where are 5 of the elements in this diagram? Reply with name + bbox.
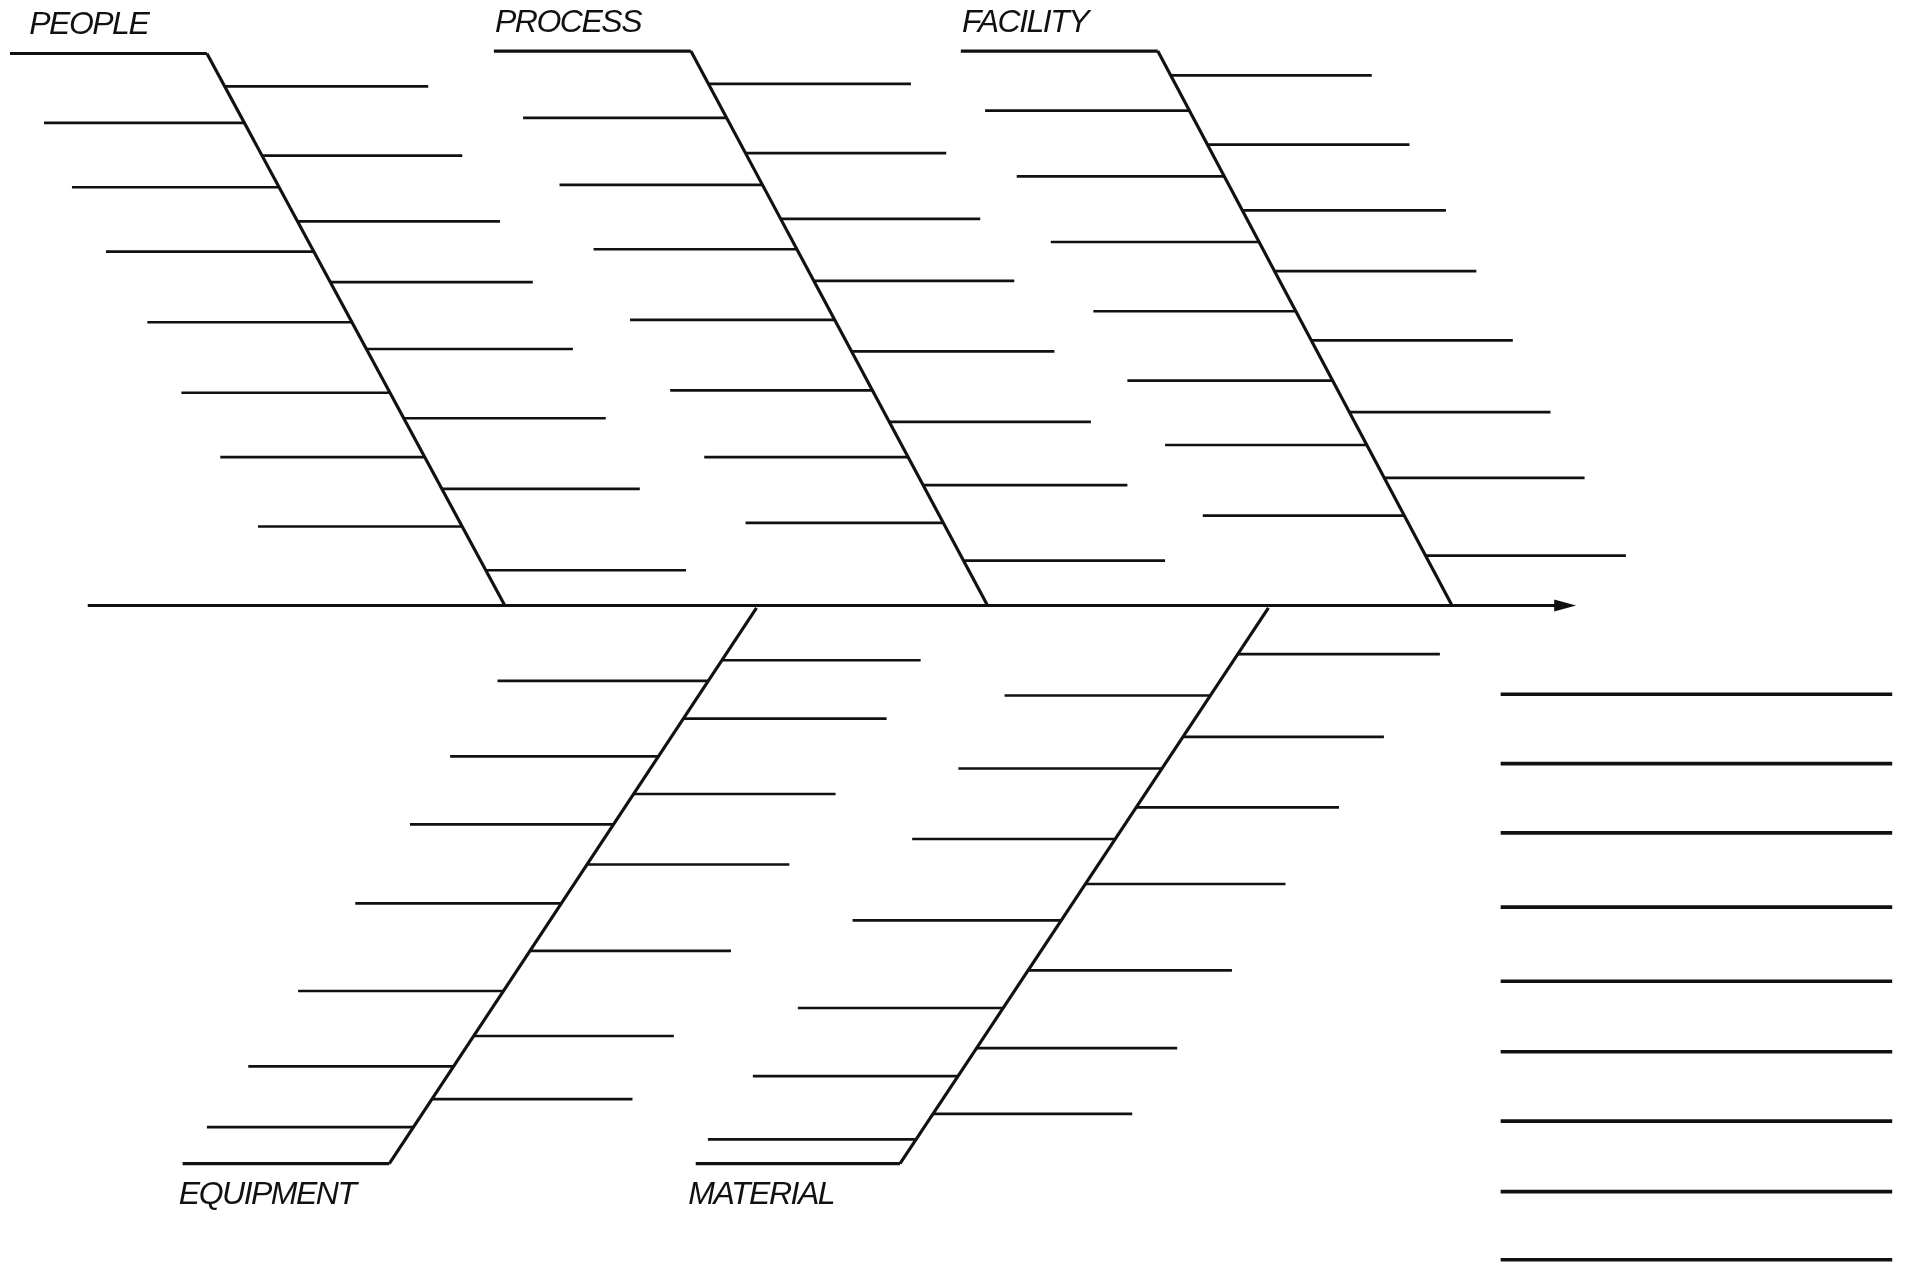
category-label: EQUIPMENT — [178, 1177, 356, 1210]
category-label: MATERIAL — [688, 1177, 834, 1210]
category-label: PEOPLE — [29, 7, 149, 40]
category-label: PROCESS — [495, 4, 641, 37]
category-label: FACILITY — [962, 4, 1089, 37]
